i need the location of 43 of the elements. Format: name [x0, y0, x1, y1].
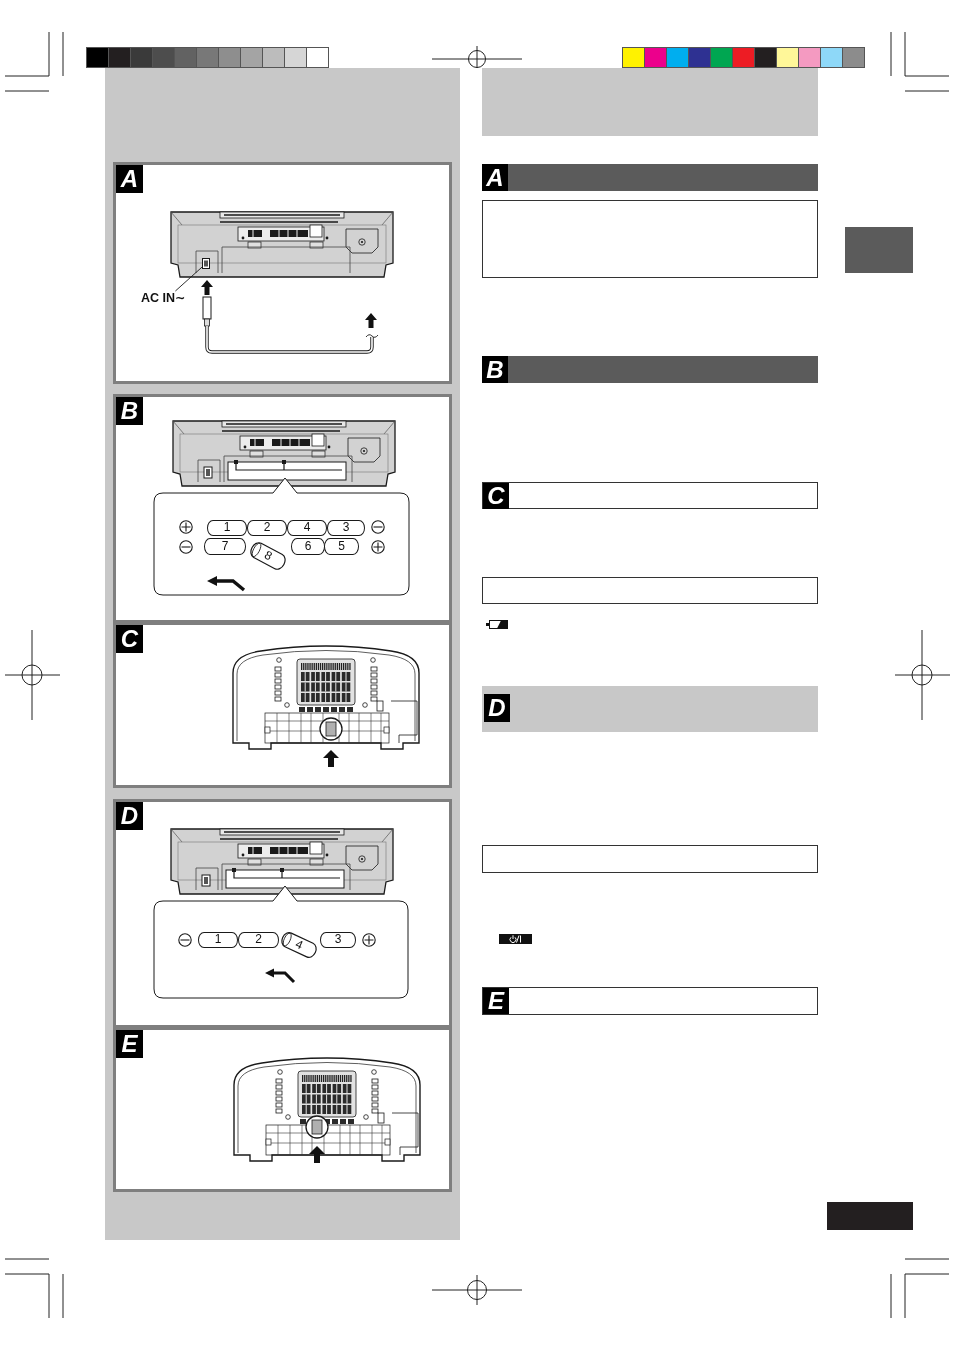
- battery: 3: [320, 932, 356, 948]
- section-letter: B: [482, 356, 508, 383]
- header-band: [482, 68, 818, 136]
- instruction-panel: [113, 1027, 452, 1192]
- section-header-bar: [482, 482, 818, 509]
- instruction-panel: [113, 162, 452, 384]
- leader-line: [174, 266, 203, 292]
- battery: 4: [287, 520, 327, 536]
- battery: 6: [291, 538, 325, 555]
- outlined-frame: [482, 200, 818, 278]
- section-letter: E: [116, 1030, 143, 1058]
- side-tab: [845, 227, 913, 273]
- section-letter: A: [116, 165, 143, 193]
- battery: 5: [324, 538, 359, 555]
- instruction-panel: [113, 799, 452, 1028]
- section-letter: E: [483, 988, 509, 1014]
- section-letter: B: [116, 397, 143, 425]
- section-letter: D: [484, 694, 510, 722]
- section-letter: C: [116, 625, 143, 653]
- battery: 3: [327, 520, 365, 536]
- section-letter: A: [482, 164, 508, 191]
- instruction-panel: [113, 622, 452, 788]
- battery: 1: [207, 520, 247, 536]
- section-letter: D: [116, 802, 143, 830]
- section-header-bar: [482, 987, 818, 1015]
- callout-bubble: [153, 477, 410, 596]
- battery: 1: [198, 932, 238, 948]
- section-header-bar: [482, 356, 818, 383]
- callout-bubble: [153, 885, 409, 999]
- battery: 7: [204, 538, 246, 555]
- inlet-label: AC IN∼: [141, 291, 193, 306]
- outlined-frame: [482, 845, 818, 873]
- battery: 8: [248, 540, 288, 572]
- battery: 4: [279, 930, 319, 960]
- instruction-panel: [113, 394, 452, 623]
- battery: 2: [247, 520, 287, 536]
- section-header-bar: [482, 164, 818, 191]
- page-number-tab: [827, 1202, 913, 1230]
- ac-inlet: [202, 258, 210, 269]
- battery: 2: [238, 932, 279, 948]
- section-header-bar: [482, 686, 818, 732]
- outlined-frame: [482, 577, 818, 604]
- section-letter: C: [483, 483, 509, 509]
